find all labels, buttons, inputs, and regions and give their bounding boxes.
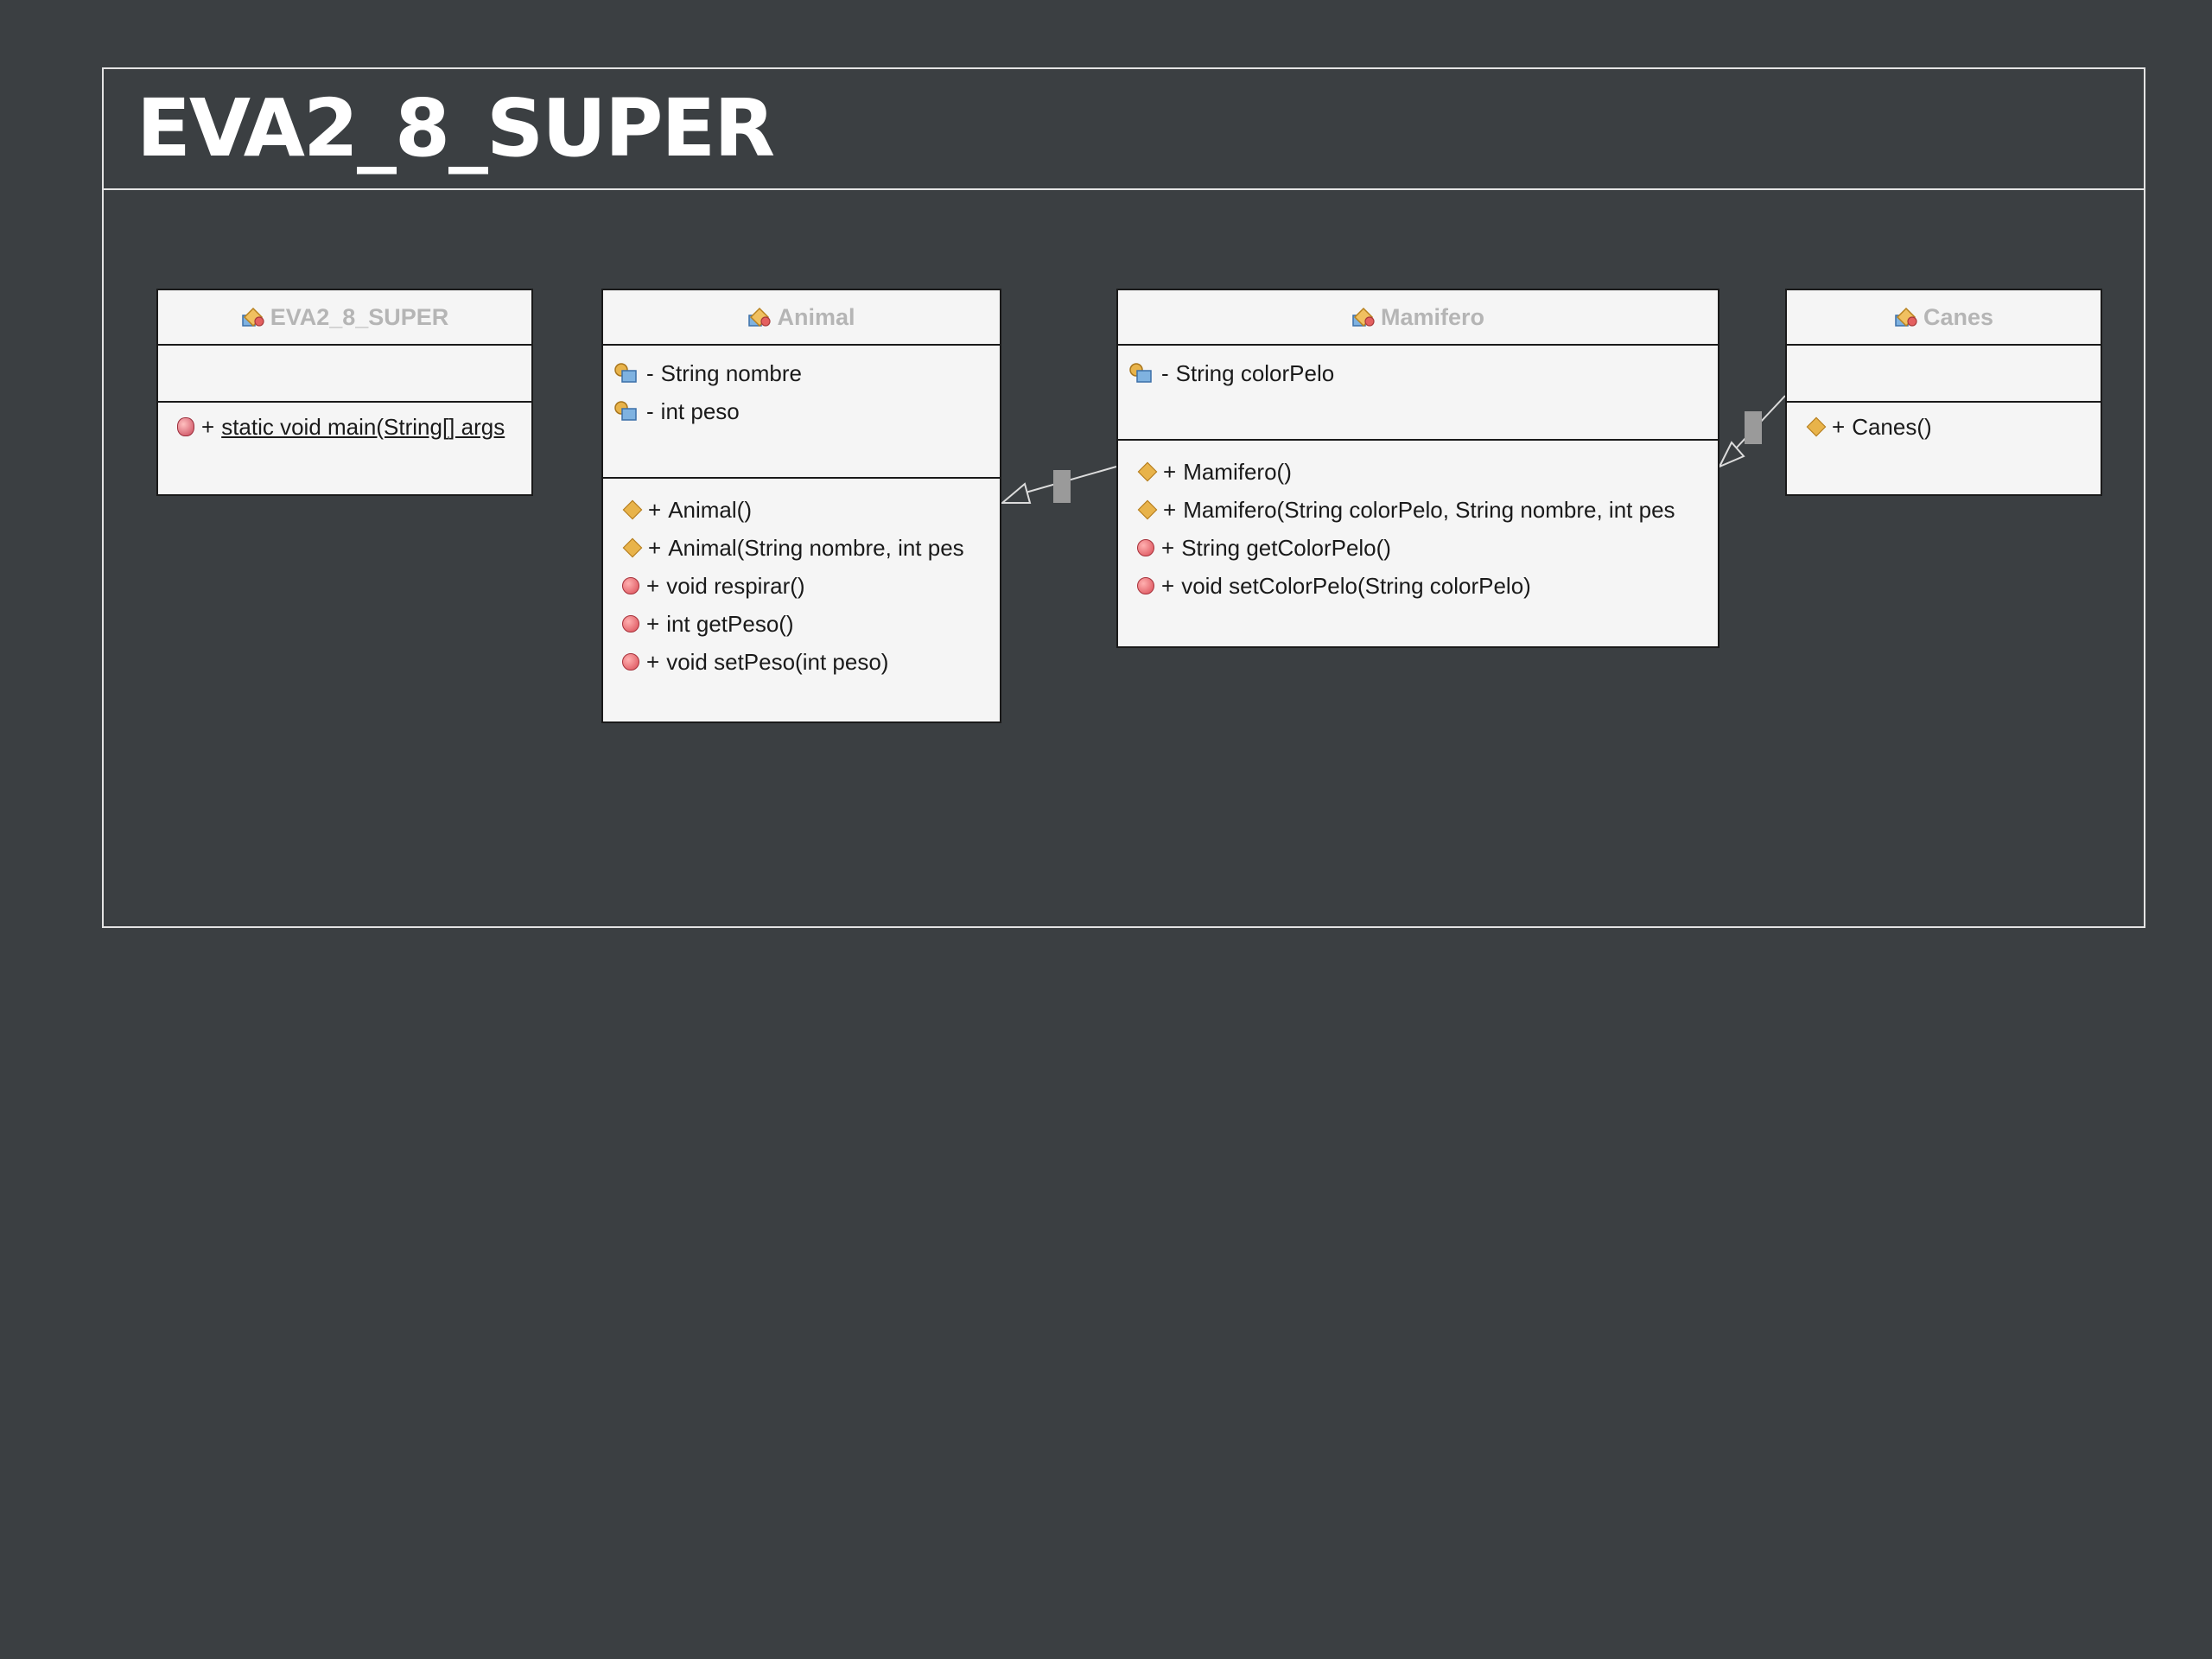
operation-signature: void respirar() bbox=[666, 572, 805, 599]
visibility-marker: + bbox=[1832, 413, 1846, 440]
operation-signature: static void main(String[] args bbox=[221, 413, 505, 440]
static-method-icon bbox=[177, 417, 194, 436]
operation-signature: int getPeso() bbox=[666, 610, 794, 637]
class-animal[interactable]: Animal - String nombre - int peso + Anim… bbox=[601, 289, 1001, 723]
class-name-header: Animal bbox=[603, 290, 1000, 346]
operation-row[interactable]: + Canes() bbox=[1787, 408, 2101, 446]
operation-signature: void setPeso(int peso) bbox=[666, 648, 889, 675]
visibility-marker: + bbox=[646, 610, 660, 637]
visibility-marker: + bbox=[1163, 458, 1177, 485]
attribute-text: String nombre bbox=[660, 359, 802, 386]
operation-row[interactable]: + int getPeso() bbox=[603, 605, 1000, 643]
visibility-marker: - bbox=[646, 359, 654, 386]
class-canes[interactable]: Canes + Canes() bbox=[1785, 289, 2102, 496]
method-icon bbox=[1137, 577, 1154, 594]
operations-compartment: + Canes() bbox=[1787, 403, 2101, 446]
title-bar: EVA2_8_SUPER bbox=[104, 69, 2144, 190]
attribute-row[interactable]: - String colorPelo bbox=[1118, 354, 1718, 392]
method-icon bbox=[1137, 539, 1154, 556]
visibility-marker: + bbox=[646, 648, 660, 675]
operations-compartment: + static void main(String[] args bbox=[158, 403, 531, 446]
operations-compartment: + Animal() + Animal(String nombre, int p… bbox=[603, 479, 1000, 681]
operation-signature: Mamifero(String colorPelo, String nombre… bbox=[1183, 496, 1675, 523]
field-icon bbox=[614, 363, 637, 383]
operation-signature: Animal(String nombre, int pes bbox=[668, 534, 964, 561]
operation-row[interactable]: + Animal() bbox=[603, 491, 1000, 529]
operation-row[interactable]: + static void main(String[] args bbox=[158, 408, 531, 446]
operation-row[interactable]: + void respirar() bbox=[603, 567, 1000, 605]
class-name: EVA2_8_SUPER bbox=[270, 303, 449, 330]
constructor-icon bbox=[1137, 461, 1158, 482]
class-icon bbox=[1895, 307, 1917, 327]
operation-row[interactable]: + Mamifero() bbox=[1118, 453, 1718, 491]
class-name: Mamifero bbox=[1380, 303, 1485, 330]
visibility-marker: + bbox=[201, 413, 215, 440]
attributes-compartment bbox=[1787, 346, 2101, 403]
attribute-row[interactable]: - String nombre bbox=[603, 354, 1000, 392]
visibility-marker: + bbox=[1161, 534, 1175, 561]
class-name: Canes bbox=[1923, 303, 1994, 330]
operation-row[interactable]: + Mamifero(String colorPelo, String nomb… bbox=[1118, 491, 1718, 529]
operation-signature: Mamifero() bbox=[1183, 458, 1292, 485]
class-name-header: Canes bbox=[1787, 290, 2101, 346]
operation-row[interactable]: + Animal(String nombre, int pes bbox=[603, 529, 1000, 567]
visibility-marker: - bbox=[646, 397, 654, 424]
visibility-marker: + bbox=[646, 572, 660, 599]
operation-signature: Canes() bbox=[1852, 413, 1932, 440]
attributes-compartment: - String colorPelo bbox=[1118, 346, 1718, 441]
operation-signature: void setColorPelo(String colorPelo) bbox=[1181, 572, 1531, 599]
attributes-compartment bbox=[158, 346, 531, 403]
field-icon bbox=[614, 401, 637, 421]
attribute-text: String colorPelo bbox=[1175, 359, 1335, 386]
constructor-icon bbox=[1806, 416, 1827, 437]
visibility-marker: + bbox=[648, 534, 662, 561]
visibility-marker: + bbox=[1161, 572, 1175, 599]
method-icon bbox=[622, 653, 639, 671]
class-icon bbox=[748, 307, 772, 327]
slide-frame: EVA2_8_SUPER bbox=[102, 67, 2145, 928]
attribute-text: int peso bbox=[660, 397, 740, 424]
visibility-marker: + bbox=[648, 496, 662, 523]
class-name-header: Mamifero bbox=[1118, 290, 1718, 346]
operation-row[interactable]: + void setColorPelo(String colorPelo) bbox=[1118, 567, 1718, 605]
class-icon bbox=[241, 307, 264, 327]
visibility-marker: - bbox=[1161, 359, 1169, 386]
operation-signature: String getColorPelo() bbox=[1181, 534, 1391, 561]
operation-row[interactable]: + String getColorPelo() bbox=[1118, 529, 1718, 567]
constructor-icon bbox=[622, 499, 643, 520]
slide-title: EVA2_8_SUPER bbox=[137, 82, 775, 175]
operation-signature: Animal() bbox=[668, 496, 752, 523]
constructor-icon bbox=[622, 537, 643, 558]
method-icon bbox=[622, 615, 639, 632]
visibility-marker: + bbox=[1163, 496, 1177, 523]
operation-row[interactable]: + void setPeso(int peso) bbox=[603, 643, 1000, 681]
method-icon bbox=[622, 577, 639, 594]
class-mamifero[interactable]: Mamifero - String colorPelo + Mamifero()… bbox=[1116, 289, 1719, 648]
constructor-icon bbox=[1137, 499, 1158, 520]
class-icon bbox=[1352, 307, 1375, 327]
field-icon bbox=[1129, 363, 1152, 383]
class-eva2-8-super[interactable]: EVA2_8_SUPER + static void main(String[]… bbox=[156, 289, 533, 496]
class-name-header: EVA2_8_SUPER bbox=[158, 290, 531, 346]
operations-compartment: + Mamifero() + Mamifero(String colorPelo… bbox=[1118, 441, 1718, 605]
attributes-compartment: - String nombre - int peso bbox=[603, 346, 1000, 479]
attribute-row[interactable]: - int peso bbox=[603, 392, 1000, 430]
class-name: Animal bbox=[777, 303, 855, 330]
